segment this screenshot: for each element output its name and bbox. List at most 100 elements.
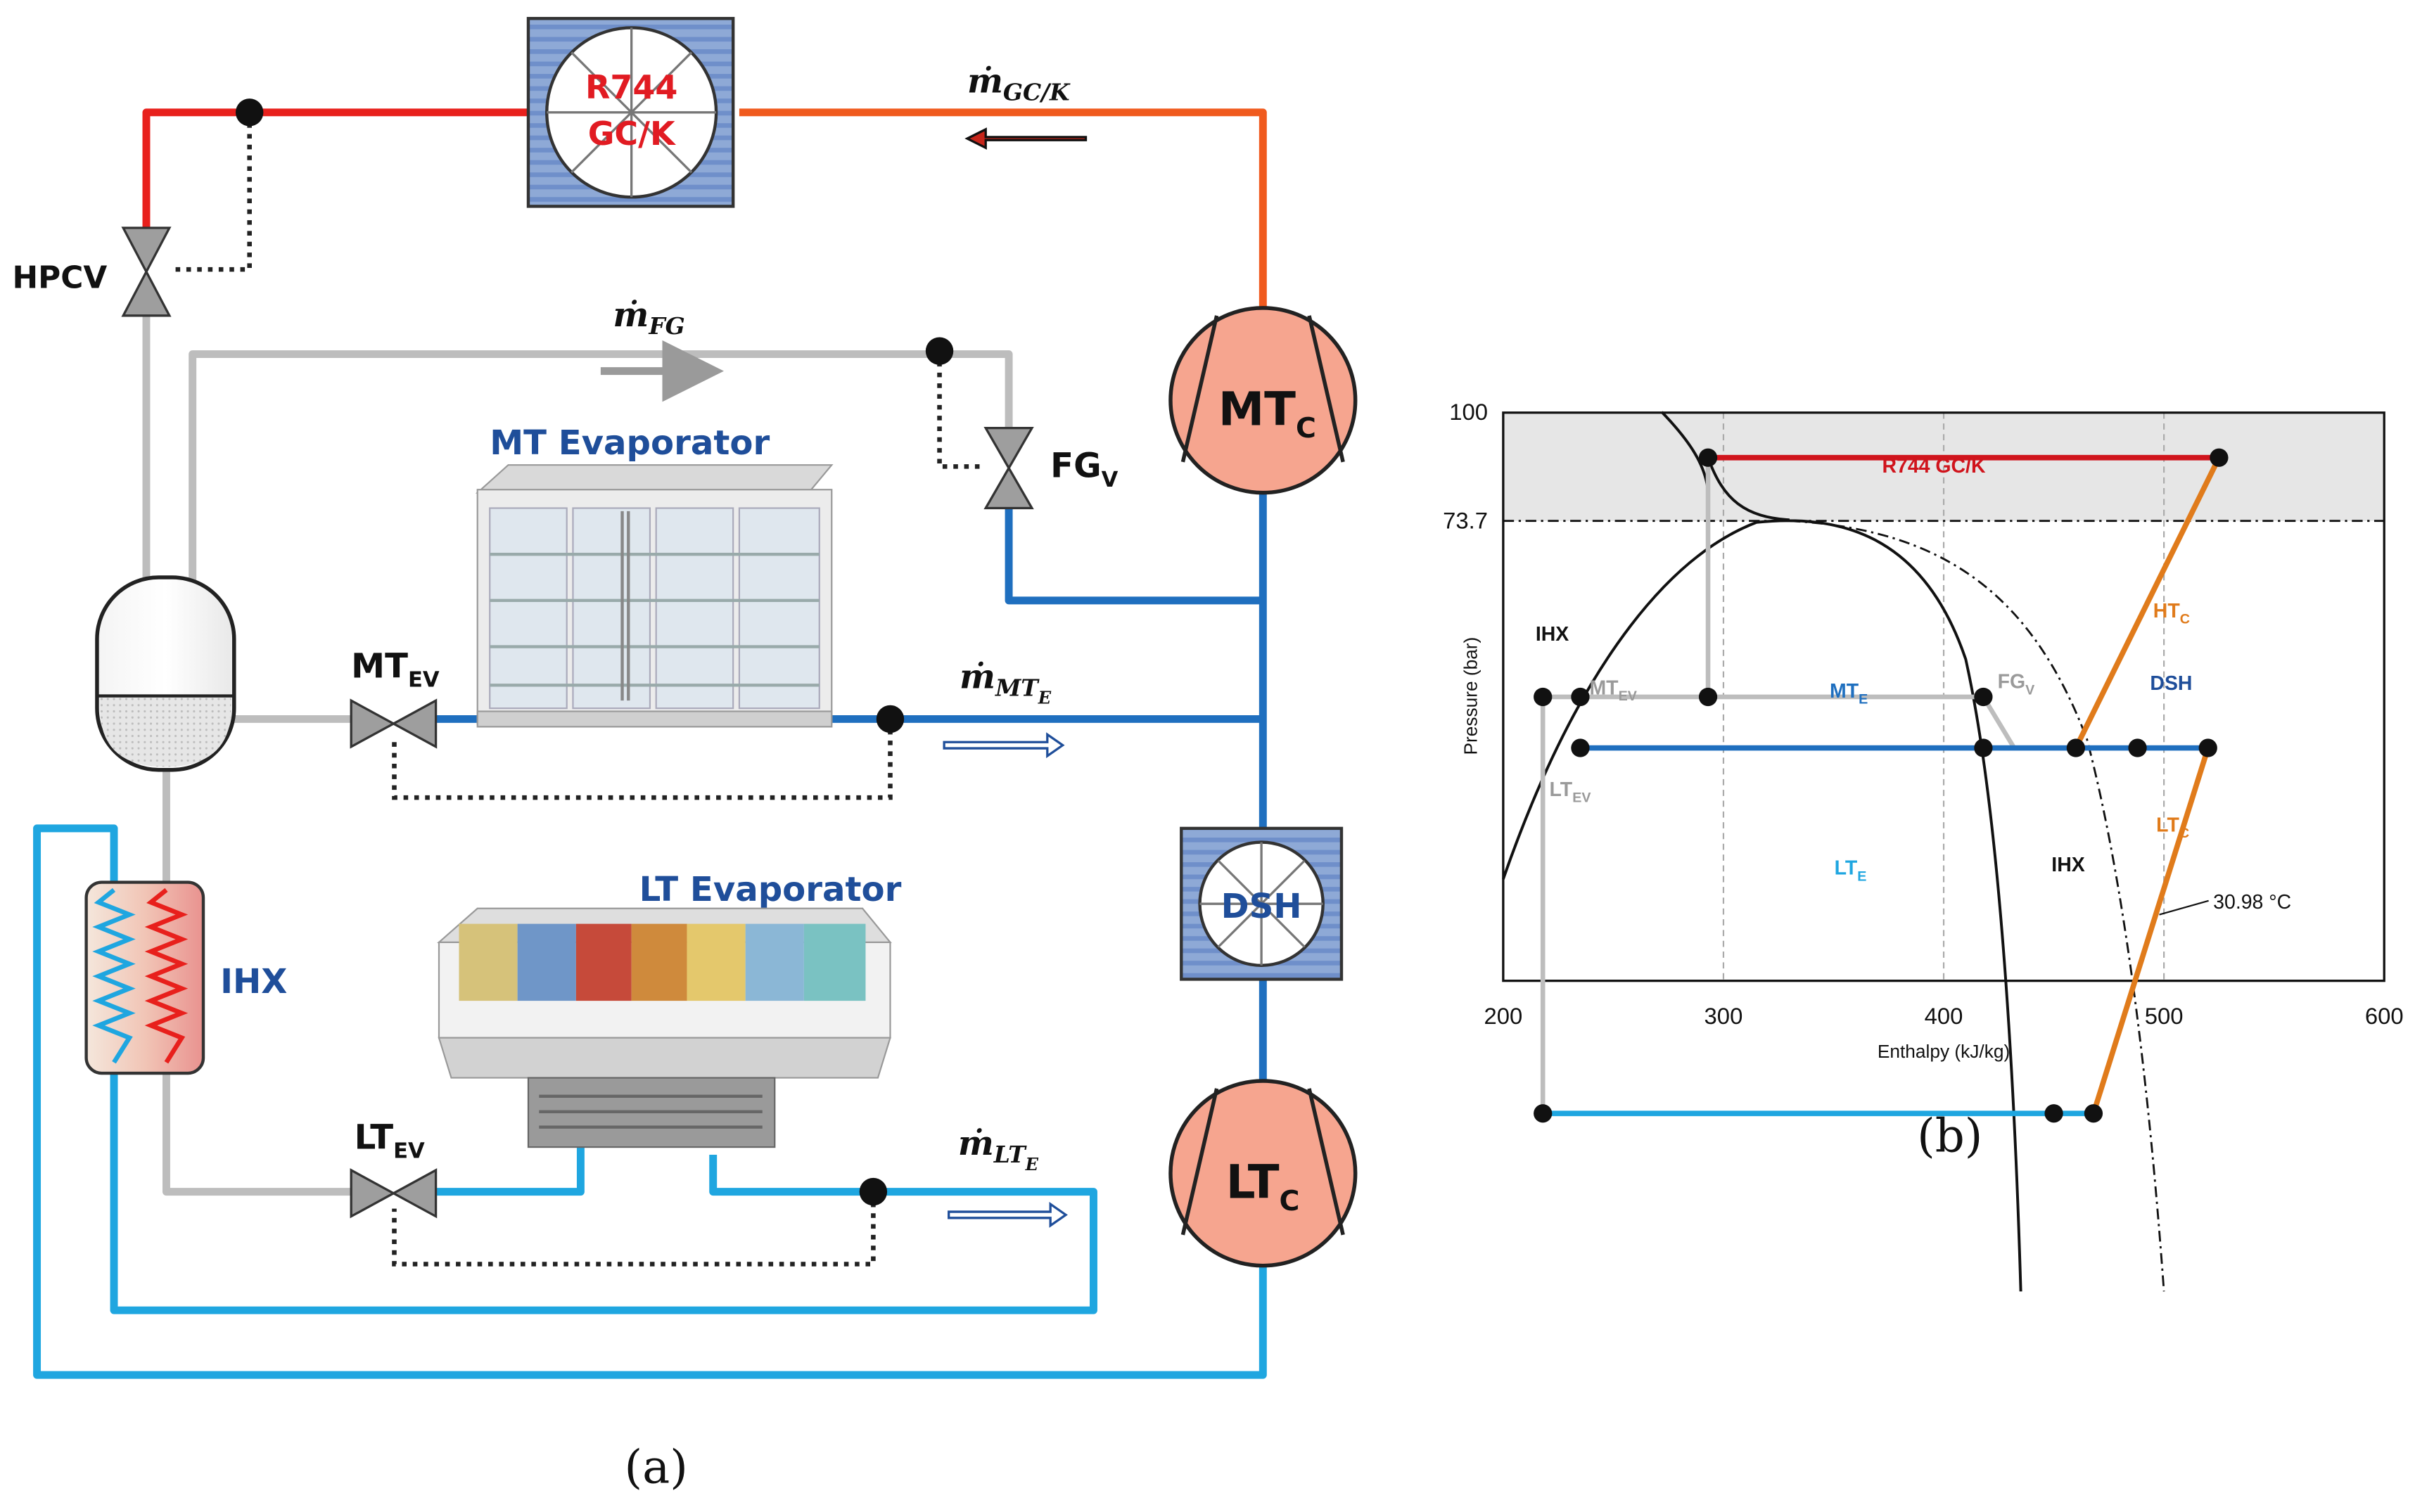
- lt-evaporator: LT Evaporator: [437, 870, 902, 1148]
- ihx-box: [84, 880, 205, 1075]
- flow-mte: ṁMTE: [943, 658, 1065, 759]
- flow-gc-label: ṁGC/K: [967, 61, 1071, 105]
- flow-lte: ṁLTE: [948, 1124, 1068, 1228]
- label-ht-compressor: HTC: [2153, 600, 2190, 627]
- state-point: [1534, 687, 1553, 707]
- sensor-bulb-hpcv: [235, 98, 264, 127]
- dsh-label: DSH: [1221, 887, 1302, 926]
- ihx-label: IHX: [220, 962, 287, 1001]
- receiver-tank-liquid: [100, 696, 231, 767]
- x-tick-label: 200: [1484, 1003, 1522, 1029]
- x-axis-label: Enthalpy (kJ/kg): [1878, 1041, 2010, 1062]
- control-lines: [172, 112, 986, 1267]
- label-lt-ev: LTEV: [1550, 779, 1591, 806]
- label-dsh: DSH: [2150, 672, 2192, 695]
- label-ihx-upper: IHX: [1536, 623, 1569, 646]
- lt-compressor-label: LTC: [1226, 1155, 1300, 1217]
- gas-cooler-label-2: GC/K: [588, 115, 677, 153]
- cycle-lines: [1540, 454, 2222, 1117]
- pipe-compressor-to-gc: [739, 108, 1267, 331]
- lt-compressor: LTC: [1168, 1079, 1358, 1268]
- mt-expansion-valve: MTEV: [350, 646, 440, 749]
- control-line-fgv: [937, 351, 986, 469]
- pipe-ltc-suction: [33, 824, 1267, 1379]
- cycle-points: [1534, 448, 2229, 1123]
- flow-mte-arrow: [943, 732, 1065, 759]
- lt-ev-label: LTEV: [355, 1117, 425, 1163]
- state-point: [2044, 1104, 2063, 1123]
- state-point: [1698, 687, 1718, 707]
- chart-labels: R744 GC/K HTC LTC IHX IHX MTEV MTE FGV DSH LTEV LT…: [1536, 455, 2291, 916]
- x-tick-label: 500: [2145, 1003, 2184, 1029]
- desuperheater: DSH: [1180, 826, 1344, 981]
- y-tick-label: 73.7: [1443, 508, 1488, 534]
- sensor-bulb-mtev: [876, 705, 905, 733]
- caption-a: (a): [624, 1440, 687, 1494]
- fg-valve-label: FGV: [1050, 447, 1118, 492]
- line-lt-compression: [2091, 747, 2211, 1115]
- isotherm-leader: [2159, 899, 2209, 916]
- sensor-bulb-ltev: [859, 1177, 888, 1206]
- control-line-mtev: [392, 719, 893, 800]
- lt-evaporator-title: LT Evaporator: [639, 870, 902, 909]
- pipes: [33, 108, 1267, 1379]
- state-point: [1974, 687, 1993, 707]
- flow-lte-label: ṁLTE: [958, 1124, 1039, 1174]
- gas-cooler: R744 GC/K: [526, 17, 735, 208]
- control-line-hpcv: [172, 112, 252, 272]
- pipe-fgv-to-suction: [1005, 508, 1263, 605]
- label-mt-e: MTE: [1830, 680, 1868, 707]
- label-mt-ev: MTEV: [1589, 677, 1636, 704]
- y-axis-label: Pressure (bar): [1460, 637, 1482, 755]
- plot-frame: [1502, 411, 2385, 982]
- pipe-flash-gas: [189, 350, 1013, 582]
- label-gas-cooler: R744 GC/K: [1882, 455, 1986, 478]
- mt-compressor: MTC: [1168, 306, 1358, 495]
- ihx-cold-coil: [92, 888, 136, 1064]
- line-fg-valve: [1981, 696, 2016, 750]
- label-fg-v: FGV: [1998, 671, 2035, 698]
- x-tick-label: 400: [1925, 1003, 1963, 1029]
- mt-evaporator: MT Evaporator: [475, 423, 834, 728]
- hpcv-valve: HPCV: [13, 226, 172, 317]
- state-point: [2084, 1104, 2103, 1123]
- flow-gc: ṁGC/K: [964, 61, 1088, 150]
- state-point: [1698, 448, 1718, 467]
- pipe-lt-evaporator-in: [435, 1139, 585, 1196]
- flow-fg: ṁFG: [600, 295, 725, 402]
- state-point: [2198, 738, 2217, 757]
- sensor-bulb-fgv: [925, 337, 954, 365]
- pipe-lt-evaporator-out: [110, 1073, 1097, 1314]
- label-lt-compressor: LTC: [2156, 814, 2189, 841]
- state-point: [2210, 448, 2229, 467]
- state-point: [1534, 1104, 1553, 1123]
- flow-fg-label: ṁFG: [613, 295, 684, 340]
- y-tick-label: 100: [1449, 399, 1488, 425]
- label-ihx-lower: IHX: [2051, 854, 2084, 876]
- mt-ev-label: MTEV: [351, 646, 440, 692]
- mt-evaporator-title: MT Evaporator: [490, 423, 770, 463]
- ihx-hot-coil: [144, 888, 189, 1064]
- caption-b: (b): [1917, 1110, 1982, 1163]
- x-tick-label: 600: [2365, 1003, 2404, 1029]
- flow-mte-label: ṁMTE: [960, 658, 1052, 708]
- receiver-tank: [95, 575, 236, 772]
- mt-compressor-label: MTC: [1218, 383, 1316, 444]
- state-point: [2066, 738, 2086, 757]
- flow-gc-arrow: [964, 127, 1088, 150]
- schematic: R744 GC/K HPCV FGV MTEV LTEV: [13, 17, 1358, 1494]
- state-point: [2128, 738, 2147, 757]
- isotherm-label: 30.98 °C: [2213, 891, 2291, 914]
- x-tick-label: 300: [1704, 1003, 1743, 1029]
- hpcv-label: HPCV: [13, 260, 108, 295]
- fg-valve: FGV: [983, 427, 1119, 510]
- ihx: IHX: [84, 880, 287, 1075]
- control-line-ltev: [392, 1191, 876, 1267]
- label-lt-e: LTE: [1835, 857, 1867, 885]
- isotherm-curve: [1789, 520, 2165, 1292]
- state-point: [1974, 738, 1993, 757]
- pipe-ihx-to-ltev: [162, 1073, 355, 1196]
